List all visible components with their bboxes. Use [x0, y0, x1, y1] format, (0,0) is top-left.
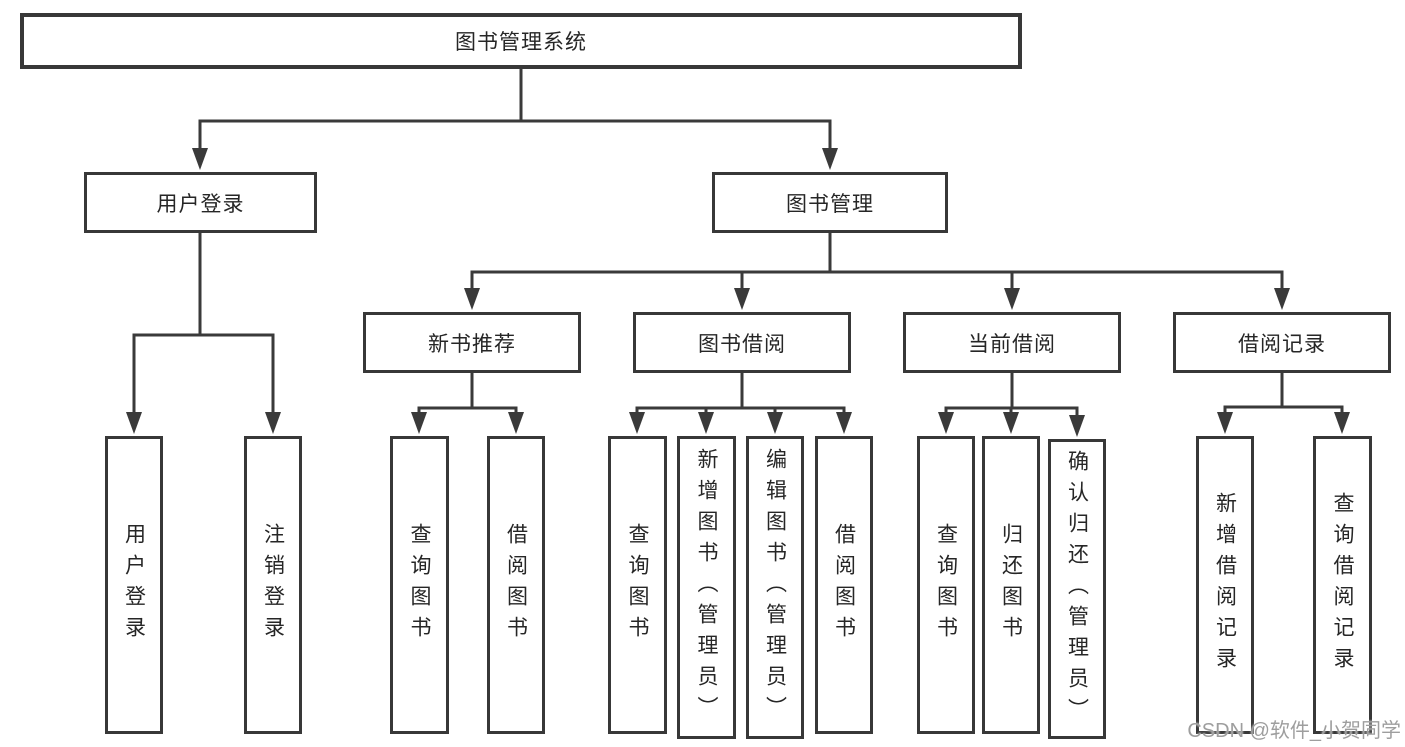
- node-book-management: 图书管理: [712, 172, 948, 233]
- watermark: CSDN @软件_小贺同学: [1187, 720, 1401, 742]
- leaf-return-book: 归还图书: [982, 436, 1040, 734]
- leaf-label: 注销登录: [261, 523, 285, 647]
- node-book-borrow: 图书借阅: [633, 312, 851, 373]
- leaf-label: 借阅图书: [832, 523, 856, 647]
- leaf-label: 确认归还（管理员）: [1065, 449, 1089, 729]
- leaf-label: 借阅图书: [504, 523, 528, 647]
- leaf-label: 查询图书: [934, 523, 958, 647]
- leaf-label: 新增借阅记录: [1213, 492, 1237, 678]
- leaf-query-book-1: 查询图书: [390, 436, 449, 734]
- edge-root-to-level2: [198, 66, 832, 152]
- node-library-system: 图书管理系统: [20, 13, 1022, 69]
- leaf-label: 新增图书（管理员）: [695, 448, 718, 727]
- leaf-borrow-book-2: 借阅图书: [815, 436, 873, 734]
- leaf-add-borrow-record: 新增借阅记录: [1196, 436, 1254, 734]
- leaf-confirm-return-admin: 确认归还（管理员）: [1048, 439, 1106, 739]
- leaf-label: 查询借阅记录: [1331, 492, 1354, 678]
- edge-user-login-to-leaves: [132, 231, 275, 416]
- leaf-label: 归还图书: [999, 523, 1023, 647]
- leaf-label: 查询图书: [408, 523, 431, 647]
- leaf-label: 查询图书: [626, 523, 649, 647]
- node-new-book-recommend: 新书推荐: [363, 312, 581, 373]
- leaf-logout: 注销登录: [244, 436, 302, 734]
- leaf-query-book-3: 查询图书: [917, 436, 975, 734]
- edge-borrow-record-to-leaves: [1223, 371, 1344, 417]
- edge-book-mgmt-to-level3: [470, 231, 1284, 294]
- leaf-label: 编辑图书（管理员）: [763, 448, 787, 727]
- node-current-borrow: 当前借阅: [903, 312, 1121, 373]
- edge-current-borrow-to-leaves: [944, 371, 1079, 417]
- leaf-edit-book-admin: 编辑图书（管理员）: [746, 436, 804, 739]
- leaf-query-book-2: 查询图书: [608, 436, 667, 734]
- node-user-login: 用户登录: [84, 172, 317, 233]
- leaf-add-book-admin: 新增图书（管理员）: [677, 436, 736, 739]
- node-borrow-record: 借阅记录: [1173, 312, 1391, 373]
- leaf-user-login: 用户登录: [105, 436, 163, 734]
- edge-new-book-to-leaves: [417, 371, 518, 417]
- leaf-query-borrow-record: 查询借阅记录: [1313, 436, 1372, 734]
- edge-book-borrow-to-leaves: [635, 371, 846, 417]
- leaf-borrow-book-1: 借阅图书: [487, 436, 545, 734]
- leaf-label: 用户登录: [122, 523, 146, 647]
